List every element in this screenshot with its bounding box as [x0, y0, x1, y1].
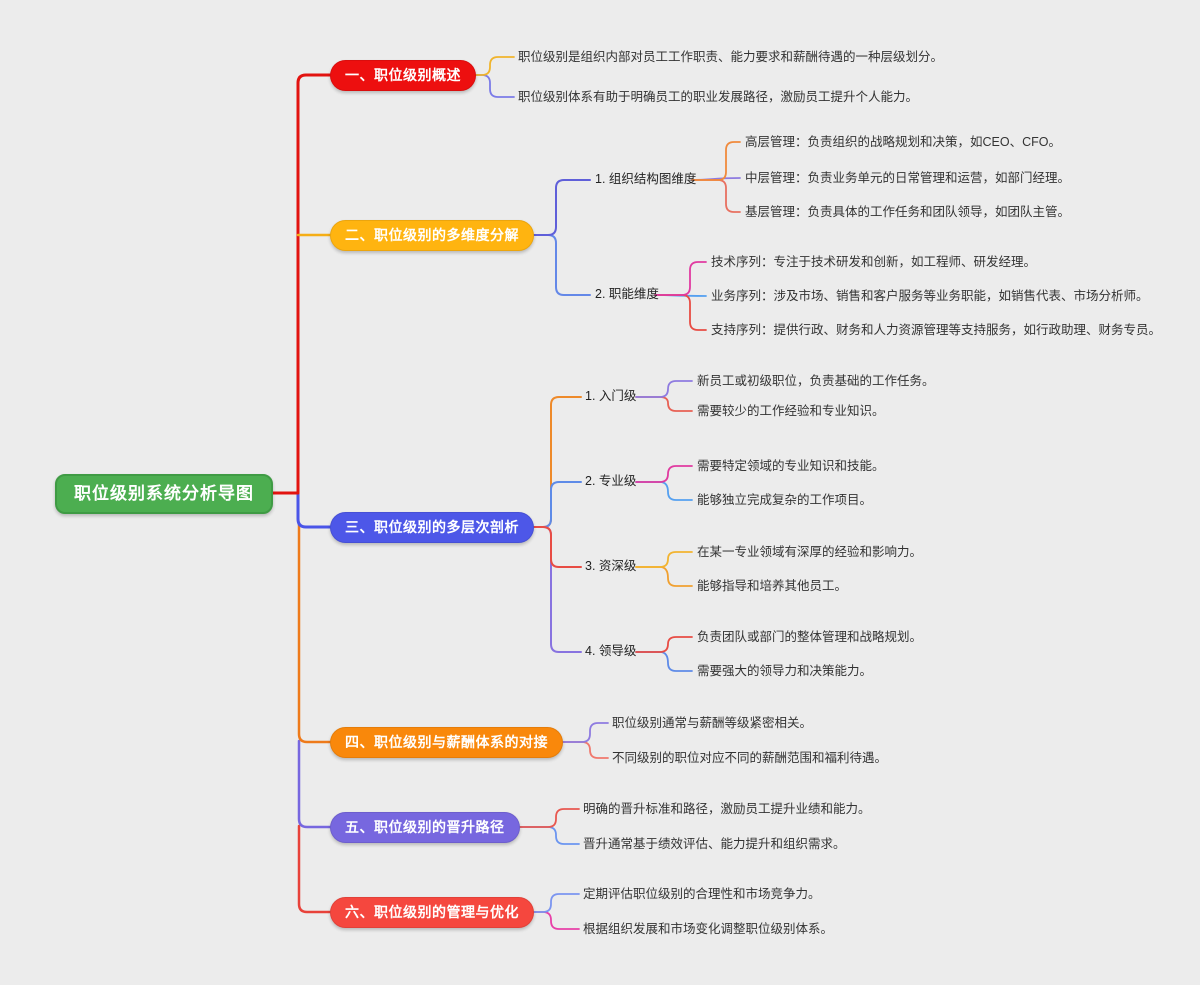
leaf-node[interactable]: 在某一专业领域有深厚的经验和影响力。: [697, 545, 923, 559]
connector-pro-leaf2: [635, 481, 693, 501]
leaf-node[interactable]: 负责团队或部门的整体管理和战略规划。: [697, 630, 923, 644]
leaf-node[interactable]: 职位级别通常与薪酬等级紧密相关。: [612, 716, 813, 730]
connector-trunk-branch4: [297, 522, 347, 744]
connector-org-top: [691, 141, 741, 181]
subnode-professional[interactable]: 2. 专业级: [585, 474, 637, 488]
connector-func-top: [654, 261, 707, 296]
connector-org-bottom: [691, 179, 741, 213]
branch-node-3[interactable]: 三、职位级别的多层次剖析: [330, 512, 534, 543]
leaf-node[interactable]: 不同级别的职位对应不同的薪酬范围和福利待遇。: [612, 751, 888, 765]
leaf-node[interactable]: 需要较少的工作经验和专业知识。: [697, 404, 885, 418]
leaf-node[interactable]: 中层管理：负责业务单元的日常管理和运营，如部门经理。: [745, 171, 1071, 185]
connector-trunk-branch6: [297, 824, 347, 914]
subnode-senior-level[interactable]: 3. 资深级: [585, 559, 637, 573]
connector-b5-leaf1: [494, 808, 580, 828]
connector-lead-leaf1: [635, 636, 693, 653]
branch-node-4[interactable]: 四、职位级别与薪酬体系的对接: [330, 727, 563, 758]
connector-entry-leaf2: [635, 396, 693, 412]
leaf-node[interactable]: 定期评估职位级别的合理性和市场竞争力。: [583, 887, 821, 901]
subnode-entry-level[interactable]: 1. 入门级: [585, 389, 637, 403]
branch-node-1[interactable]: 一、职位级别概述: [330, 60, 476, 91]
leaf-node[interactable]: 支持序列：提供行政、财务和人力资源管理等支持服务，如行政助理、财务专员。: [711, 323, 1162, 337]
subnode-org-structure[interactable]: 1. 组织结构图维度: [595, 172, 697, 186]
branch-node-6[interactable]: 六、职位级别的管理与优化: [330, 897, 534, 928]
leaf-node[interactable]: 技术序列：专注于技术研发和创新，如工程师、研发经理。: [711, 255, 1037, 269]
connector-trunk-branch1: [248, 73, 347, 495]
connector-senior-leaf2: [635, 566, 693, 587]
leaf-node[interactable]: 晋升通常基于绩效评估、能力提升和组织需求。: [583, 837, 846, 851]
subnode-function[interactable]: 2. 职能维度: [595, 287, 659, 301]
connector-trunk-branch3: [296, 491, 347, 529]
connector-b3-child3: [504, 526, 582, 568]
leaf-node[interactable]: 新员工或初级职位，负责基础的工作任务。: [697, 374, 935, 388]
leaf-node[interactable]: 高层管理：负责组织的战略规划和决策，如CEO、CFO。: [745, 135, 1061, 149]
leaf-node[interactable]: 能够独立完成复杂的工作项目。: [697, 493, 873, 507]
connector-b4-leaf1: [544, 722, 609, 743]
connector-pro-leaf1: [635, 465, 693, 483]
leaf-node[interactable]: 明确的晋升标准和路径，激励员工提升业绩和能力。: [583, 802, 871, 816]
leaf-node[interactable]: 业务序列：涉及市场、销售和客户服务等业务职能，如销售代表、市场分析师。: [711, 289, 1149, 303]
connector-lead-leaf2: [635, 651, 693, 672]
connector-b3-child1: [504, 396, 582, 528]
connector-b6-leaf1: [504, 893, 580, 913]
connector-trunk-branch5: [297, 739, 347, 829]
leaf-node[interactable]: 需要特定领域的专业知识和技能。: [697, 459, 885, 473]
leaf-node[interactable]: 职位级别是组织内部对员工工作职责、能力要求和薪酬待遇的一种层级划分。: [518, 50, 944, 64]
connector-func-bottom: [654, 294, 707, 331]
leaf-node[interactable]: 职位级别体系有助于明确员工的职业发展路径，激励员工提升个人能力。: [518, 90, 919, 104]
leaf-node[interactable]: 基层管理：负责具体的工作任务和团队领导，如团队主管。: [745, 205, 1071, 219]
subnode-leadership-level[interactable]: 4. 领导级: [585, 644, 637, 658]
branch-node-5[interactable]: 五、职位级别的晋升路径: [330, 812, 520, 843]
connector-senior-leaf1: [635, 551, 693, 568]
connector-b1-leaf1: [449, 56, 515, 76]
leaf-node[interactable]: 需要强大的领导力和决策能力。: [697, 664, 873, 678]
connector-entry-leaf1: [635, 380, 693, 398]
connector-b3-child4: [504, 526, 582, 653]
root-node[interactable]: 职位级别系统分析导图: [55, 474, 273, 514]
leaf-node[interactable]: 能够指导和培养其他员工。: [697, 579, 848, 593]
branch-node-2[interactable]: 二、职位级别的多维度分解: [330, 220, 534, 251]
connector-b2-child1: [504, 179, 591, 236]
leaf-node[interactable]: 根据组织发展和市场变化调整职位级别体系。: [583, 922, 834, 936]
